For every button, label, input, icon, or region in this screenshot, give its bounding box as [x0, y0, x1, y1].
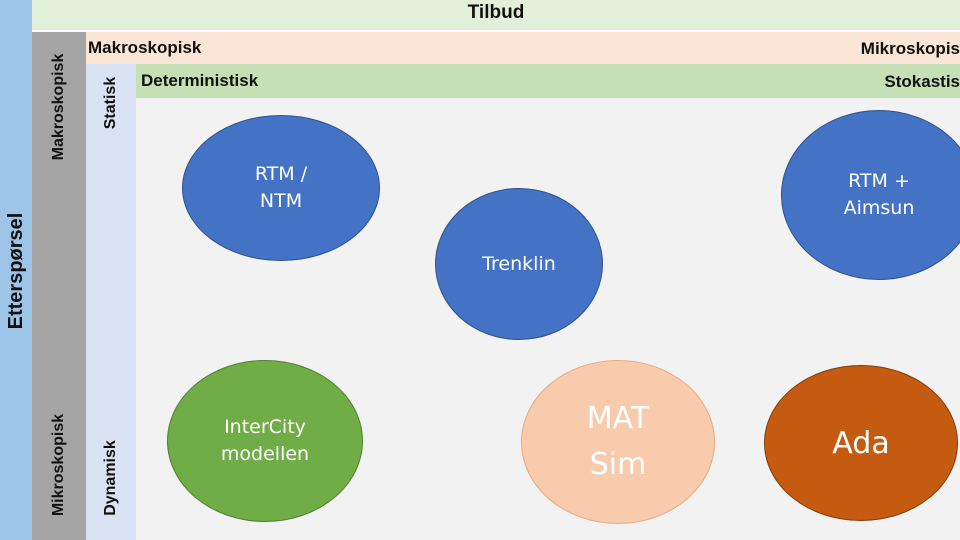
- supply-type-band: Deterministisk Stokastis: [136, 64, 960, 98]
- model-ada: Ada: [764, 365, 958, 521]
- supply-scale-band: Makroskopisk Mikroskopis: [86, 32, 960, 64]
- demand-scale-bottom-label: Mikroskopisk: [50, 413, 67, 517]
- supply-scale-right-label: Mikroskopis: [860, 39, 960, 58]
- supply-title: Tilbud: [467, 2, 525, 23]
- model-rtm-aimsun-label: RTM + Aimsun: [843, 170, 915, 219]
- demand-title: Etterspørsel: [5, 212, 27, 330]
- demand-axis-band: Etterspørsel: [0, 0, 32, 540]
- supply-type-right-label: Stokastis: [884, 72, 960, 91]
- model-trenklin-label: Trenklin: [482, 253, 556, 275]
- supply-type-left-label: Deterministisk: [141, 71, 259, 90]
- model-matsim-label: MAT Sim: [586, 400, 650, 483]
- model-trenklin: Trenklin: [435, 188, 603, 340]
- model-ada-label: Ada: [832, 425, 890, 461]
- model-matsim: MAT Sim: [521, 360, 715, 524]
- demand-type-bottom-label: Dynamisk: [102, 440, 119, 516]
- model-rtm-aimsun: RTM + Aimsun: [781, 110, 960, 280]
- model-intercity: InterCity modellen: [167, 360, 363, 522]
- model-intercity-label: InterCity modellen: [220, 416, 310, 465]
- demand-scale-band: Makroskopisk Mikroskopisk: [32, 32, 86, 540]
- model-rtm-ntm: RTM / NTM: [182, 115, 380, 261]
- demand-type-band: Statisk Dynamisk: [86, 64, 136, 540]
- demand-scale-top-label: Makroskopisk: [50, 53, 67, 161]
- supply-header-band: Tilbud: [32, 0, 960, 30]
- supply-scale-left-label: Makroskopisk: [88, 38, 202, 57]
- demand-type-top-label: Statisk: [102, 76, 119, 130]
- model-rtm-ntm-label: RTM / NTM: [254, 163, 308, 212]
